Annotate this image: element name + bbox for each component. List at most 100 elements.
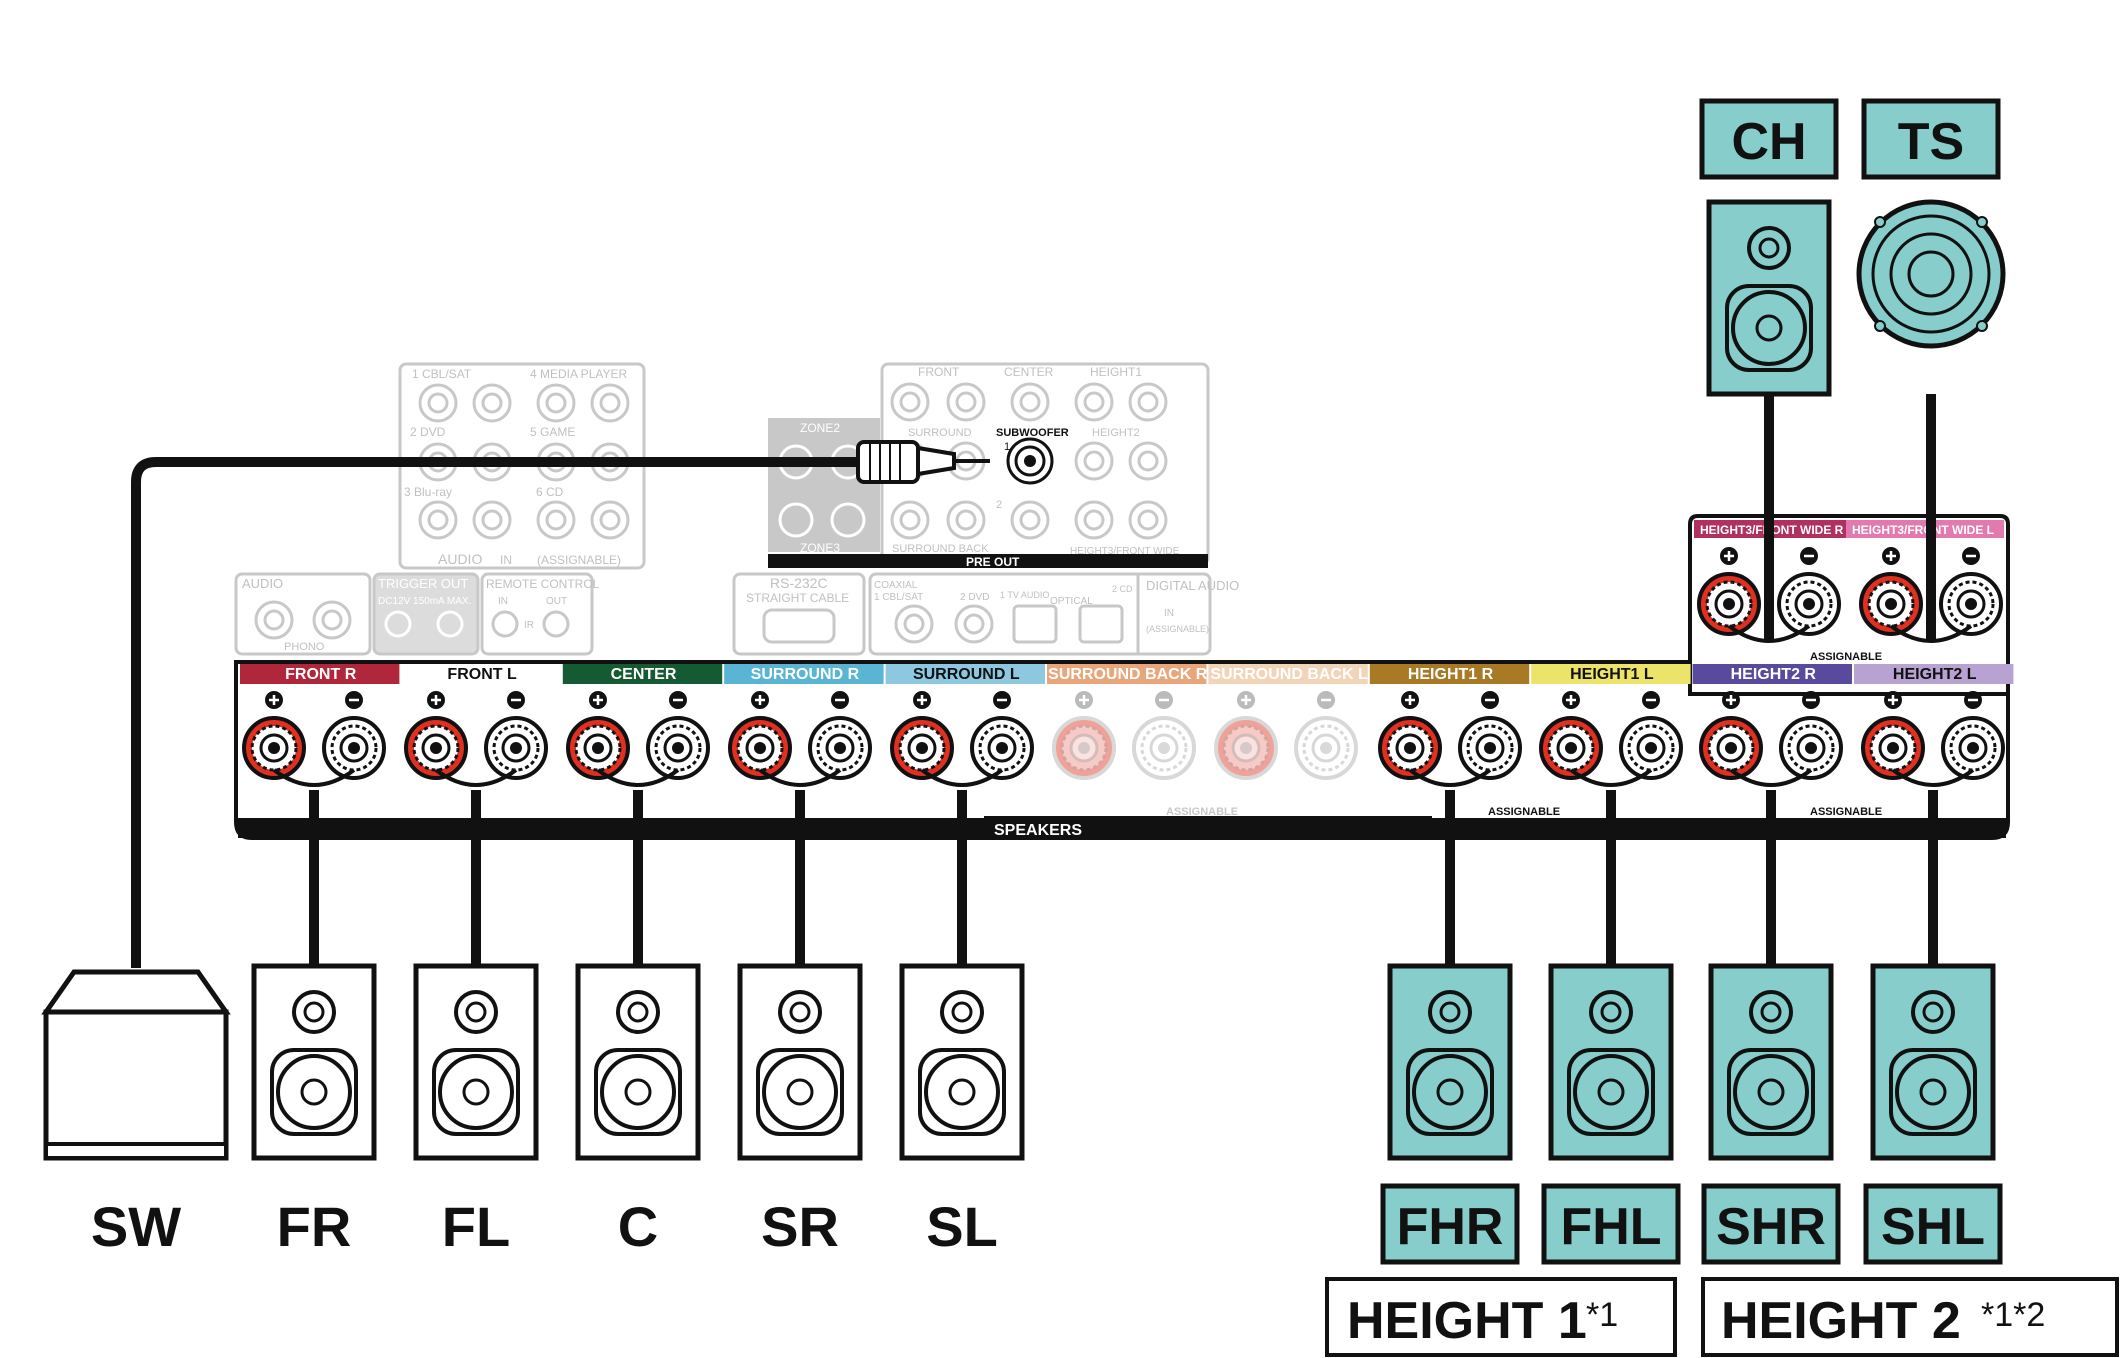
cable-loop: [434, 768, 518, 787]
digital-audio-block: COAXIAL 1 CBL/SAT 2 DVD 1 TV AUDIO OPTIC…: [868, 572, 1239, 656]
terminal-plus-center-hole: [592, 742, 604, 754]
band-label-surround_r: SURROUND R: [751, 666, 860, 683]
cable-loop: [1408, 768, 1492, 787]
terminal-plus-sback_r-ring: [1060, 724, 1108, 772]
svg-text:AUDIO: AUDIO: [438, 551, 482, 567]
plus-mark: [1726, 695, 1736, 705]
svg-text:3 Blu-ray: 3 Blu-ray: [404, 485, 452, 499]
svg-text:HEIGHT2: HEIGHT2: [1092, 427, 1140, 439]
subwoofer-preout-jack: SUBWOOFER 1: [996, 427, 1069, 485]
terminal-minus-sback_r: [1132, 716, 1196, 780]
speaker-fr-woofer-cap: [300, 1078, 328, 1106]
terminal-minus-sback_r-hole: [1158, 742, 1170, 754]
terminal-plus-surround_r-hole: [754, 742, 766, 754]
svg-text:IN: IN: [1164, 608, 1174, 619]
svg-text:ASSIGNABLE: ASSIGNABLE: [1810, 651, 1882, 663]
speaker-ts-screw: [1976, 320, 1988, 332]
svg-text:OUT: OUT: [546, 596, 567, 607]
svg-text:PRE OUT: PRE OUT: [966, 555, 1020, 569]
svg-text:TRIGGER OUT: TRIGGER OUT: [378, 576, 468, 591]
svg-text:2 DVD: 2 DVD: [410, 425, 446, 439]
terminal-minus-height1_r-hole: [1484, 742, 1496, 754]
cable-loop: [1889, 624, 1973, 643]
terminal-minus-surround_r-hole: [834, 742, 846, 754]
plus-mark: [1405, 695, 1415, 705]
terminal-minus-height1_l-hole: [1645, 742, 1657, 754]
svg-text:ASSIGNABLE: ASSIGNABLE: [1810, 806, 1882, 818]
label-ts: TS: [1898, 113, 1964, 171]
band-label-front_r: FRONT R: [285, 666, 357, 683]
svg-text:SUBWOOFER: SUBWOOFER: [996, 427, 1069, 439]
band-height1_r: [1369, 664, 1530, 684]
svg-text:COAXIAL: COAXIAL: [874, 580, 918, 591]
label-box-fhr: [1380, 1183, 1520, 1265]
speaker-fhr-woofer-cap: [1436, 1078, 1464, 1106]
band-label-sback_l: SURROUND BACK L: [1210, 666, 1368, 683]
speaker-sr-woofer-cap: [786, 1078, 814, 1106]
speaker-c-woofer-cap: [624, 1078, 652, 1106]
terminal-plus-front_r-hole: [268, 742, 280, 754]
band-front_l: [401, 664, 561, 684]
cable-loop: [596, 768, 680, 787]
plus-mark: [269, 695, 279, 705]
svg-text:2 DVD: 2 DVD: [960, 592, 989, 603]
label-fl: FL: [442, 1195, 510, 1258]
h3-terminal-minus-1-hole: [1965, 598, 1977, 610]
svg-text:ZONE3: ZONE3: [800, 541, 840, 555]
plus-mark: [1079, 695, 1089, 705]
svg-text:IN: IN: [498, 596, 508, 607]
terminal-plus-height2_r-hole: [1725, 742, 1737, 754]
svg-text:DC12V 150mA MAX.: DC12V 150mA MAX.: [378, 596, 471, 607]
svg-text:AUDIO: AUDIO: [242, 576, 283, 591]
plus-mark: [917, 695, 927, 705]
band-height2_r: [1692, 664, 1852, 684]
speaker-sw: [43, 1009, 229, 1161]
svg-text:1: 1: [1004, 441, 1010, 453]
terminal-plus-front_l-hole: [430, 742, 442, 754]
terminal-minus-height2_r-hole: [1805, 742, 1817, 754]
teal-label-group: FHR FHL SHR SHL CH TS: [1380, 98, 2003, 1265]
band-sback_l: [1208, 664, 1368, 684]
height1-text: HEIGHT 1: [1347, 1292, 1587, 1350]
label-box-shl: [1863, 1183, 2003, 1265]
label-shr: SHR: [1716, 1198, 1826, 1256]
svg-text:2 CD: 2 CD: [1112, 584, 1133, 594]
label-box-ts: [1861, 98, 2001, 180]
terminal-minus-front_l-hole: [510, 742, 522, 754]
svg-text:SURROUND BACK: SURROUND BACK: [892, 543, 989, 555]
height2-box: [1701, 1277, 2119, 1357]
svg-text:SURROUND: SURROUND: [908, 427, 972, 439]
svg-text:1 CBL/SAT: 1 CBL/SAT: [412, 367, 472, 381]
terminal-minus-front_r-hole: [348, 742, 360, 754]
svg-text:STRAIGHT CABLE: STRAIGHT CABLE: [746, 591, 849, 605]
height1-note: *1: [1586, 1296, 1618, 1334]
speaker-ch-tweeter-dome: [1758, 237, 1780, 259]
height2-note: *1*2: [1981, 1296, 2045, 1334]
terminal-plus-sback_r-hole: [1078, 742, 1090, 754]
svg-text:ASSIGNABLE: ASSIGNABLE: [1488, 806, 1560, 818]
pre-out-block: FRONT CENTER HEIGHT1 SURROUND HEIGHT2 SU…: [768, 362, 1210, 569]
plus-mark: [1241, 695, 1251, 705]
speaker-sw-base: [44, 1142, 228, 1160]
label-sl: SL: [926, 1195, 998, 1258]
band-label-sback_r: SURROUND BACK R: [1048, 666, 1208, 683]
h3-terminal-plus-1-hole: [1885, 598, 1897, 610]
band-label-height2_r: HEIGHT2 R: [1731, 666, 1817, 683]
svg-text:SPEAKERS: SPEAKERS: [994, 822, 1082, 839]
speaker-fl-tweeter-dome: [465, 1001, 487, 1023]
terminal-plus-sback_r-post: [1069, 733, 1099, 763]
cable-loop: [1891, 768, 1975, 787]
speaker-fhr-tweeter-dome: [1439, 1001, 1461, 1023]
label-fhl: FHL: [1560, 1198, 1661, 1256]
label-sr: SR: [761, 1195, 839, 1258]
svg-text:4 MEDIA PLAYER: 4 MEDIA PLAYER: [530, 367, 627, 381]
rs232c-port: RS-232C STRAIGHT CABLE: [732, 572, 866, 656]
cable-loop: [1727, 624, 1811, 643]
svg-text:ASSIGNABLE: ASSIGNABLE: [1166, 806, 1238, 818]
terminal-minus-sback_l-post: [1311, 733, 1341, 763]
speaker-shl-woofer-cap: [1919, 1078, 1947, 1106]
svg-text:REMOTE CONTROL: REMOTE CONTROL: [486, 577, 600, 591]
band-label-height1_r: HEIGHT1 R: [1408, 666, 1494, 683]
band-center: [562, 664, 723, 684]
band-surround_l: [885, 664, 1045, 684]
